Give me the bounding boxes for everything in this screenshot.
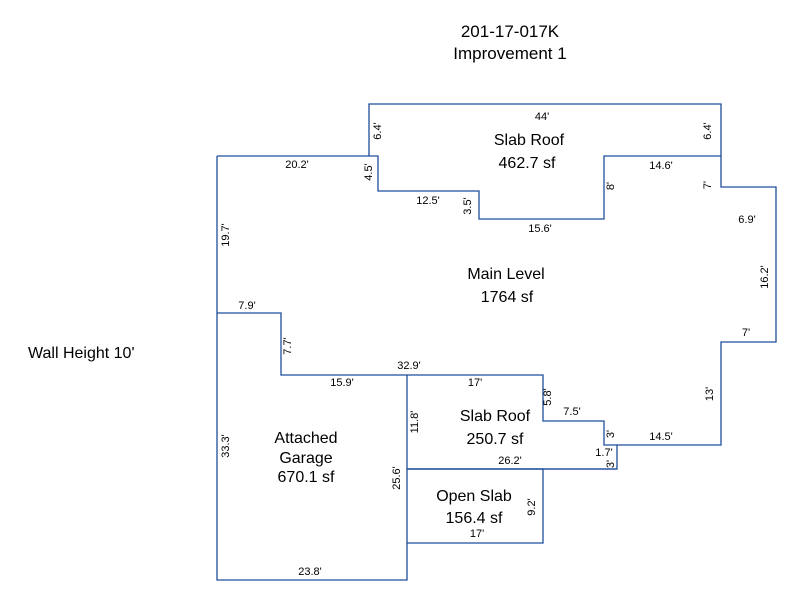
dim-label: 8'	[605, 182, 617, 190]
dim-label: 6.4'	[372, 122, 384, 139]
dim-label: 1.7'	[595, 447, 612, 459]
dim-label: 14.6'	[649, 160, 673, 172]
room-area: 156.4 sf	[446, 510, 503, 527]
dim-label: 4.5'	[363, 163, 375, 180]
room-area: 670.1 sf	[278, 469, 335, 486]
slab-roof-top-boundary	[369, 155, 721, 220]
dim-label: 44'	[535, 111, 549, 123]
dim-label: 11.8'	[409, 411, 421, 434]
dim-label: 14.5'	[649, 431, 673, 443]
room-label: Garage	[279, 450, 332, 467]
room-label: Slab Roof	[460, 408, 531, 425]
dim-label: 15.9'	[330, 377, 354, 389]
improvement-label: Improvement 1	[453, 44, 567, 63]
room-area: 250.7 sf	[467, 431, 524, 448]
dim-label: 33.3'	[220, 434, 232, 458]
dim-label: 26.2'	[498, 455, 522, 467]
dim-label: 15.6'	[528, 223, 552, 235]
dim-label: 3'	[605, 460, 617, 468]
room-label: Main Level	[467, 266, 544, 283]
room-label: Slab Roof	[494, 132, 565, 149]
dim-label: 32.9'	[397, 360, 421, 372]
dim-label: 12.5'	[416, 195, 440, 207]
dim-label: 3'	[605, 430, 617, 438]
dim-label: 16.2'	[759, 265, 771, 289]
dim-label: 25.6'	[391, 466, 403, 490]
dim-label: 3.5'	[462, 197, 474, 214]
dim-label: 7'	[702, 181, 714, 189]
dim-label: 6.9'	[738, 214, 755, 226]
dim-label: 19.7'	[220, 223, 232, 247]
dim-label: 20.2'	[285, 159, 309, 171]
wall-height-label: Wall Height 10'	[28, 345, 135, 362]
dim-label: 7'	[742, 327, 750, 339]
parcel-id: 201-17-017K	[460, 22, 560, 41]
dim-label: 7.7'	[282, 337, 294, 354]
room-label: Attached	[274, 430, 337, 447]
room-area: 1764 sf	[481, 289, 534, 306]
dim-label: 6.4'	[702, 122, 714, 139]
dim-label: 7.9'	[238, 300, 255, 312]
dim-label: 13'	[704, 387, 716, 401]
main-level-outline	[216, 103, 777, 581]
dim-label: 17'	[470, 528, 484, 540]
room-label: Open Slab	[436, 488, 512, 505]
dim-label: 7.5'	[563, 406, 580, 418]
garage-boundary	[217, 312, 617, 446]
dim-label: 5.8'	[542, 388, 554, 405]
dim-label: 9.2'	[526, 498, 538, 515]
room-area: 462.7 sf	[499, 155, 556, 172]
dim-label: 23.8'	[298, 566, 322, 578]
open-slab-outline	[407, 468, 544, 544]
dim-label: 17'	[468, 377, 482, 389]
